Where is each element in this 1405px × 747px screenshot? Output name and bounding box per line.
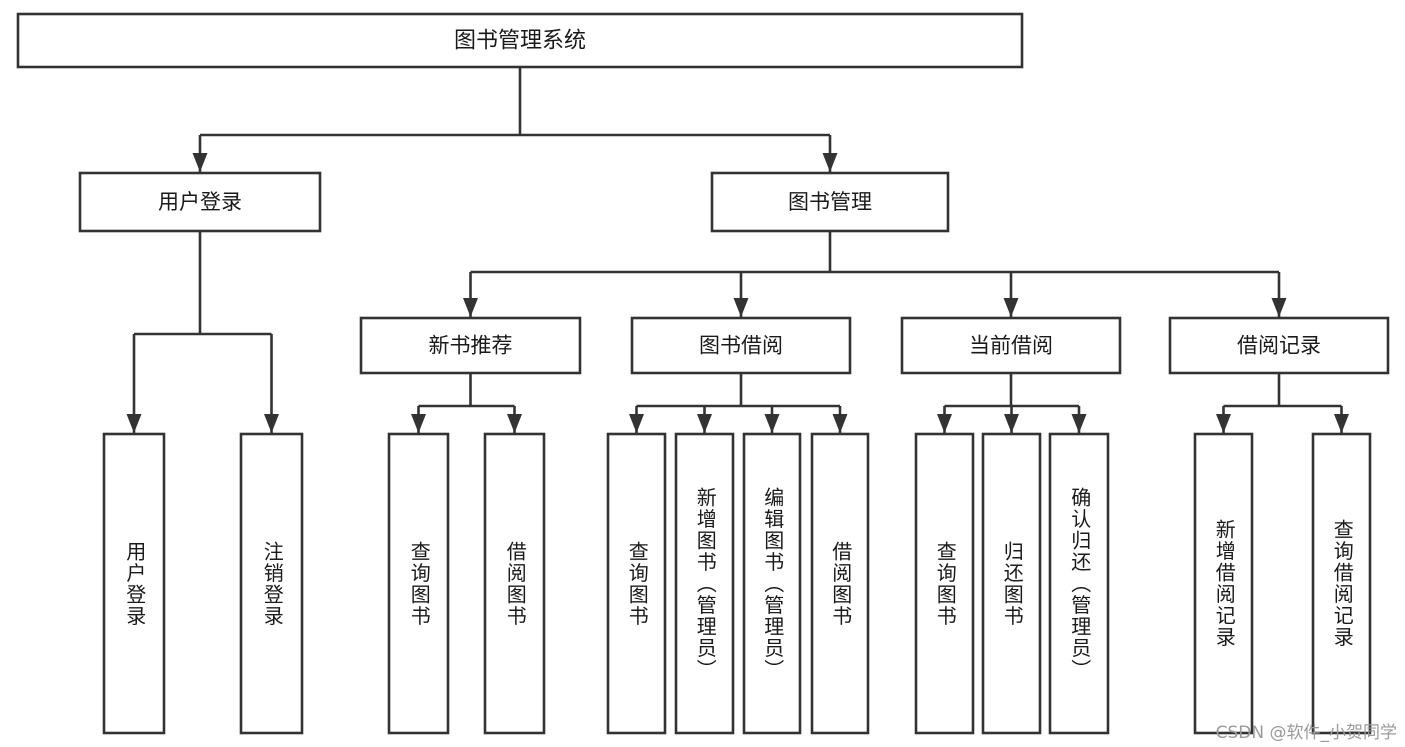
node-leaf-query-book-1-box [387,432,450,735]
arrow-head-icon [697,414,712,433]
arrow-head-icon [1216,414,1231,433]
arrow-head-icon [822,153,838,172]
arrow-head-icon [126,414,142,433]
node-new-book-rec-label: 新书推荐 [429,334,513,358]
arrow-head-icon [1334,414,1349,433]
root-node-label: 图书管理系统 [454,29,586,54]
node-leaf-query-book-3-box [914,432,975,735]
node-leaf-user-logout-box [239,432,304,735]
node-book-borrow-box [630,316,852,375]
arrow-head-icon [1004,414,1019,433]
node-current-borrow-box [900,316,1122,375]
arrow-head-icon [1071,414,1087,433]
arrow-head-icon [629,414,644,433]
arrow-head-icon [1003,298,1019,317]
boxes-layer [16,12,1390,735]
arrow-head-icon [832,414,848,433]
node-leaf-add-record-box [1193,432,1254,735]
node-leaf-borrow-book-1-box [483,432,546,735]
arrow-head-icon [264,414,279,433]
node-borrow-record-label: 借阅记录 [1237,334,1321,358]
node-new-book-rec-box [359,316,582,375]
connectors-layer [126,67,1349,433]
node-user-login-label: 用户登录 [158,190,242,214]
node-leaf-edit-book-box [742,432,802,735]
node-leaf-query-record-box [1311,432,1372,735]
node-leaf-query-book-2-box [606,432,667,735]
root-node-box [16,12,1024,69]
node-leaf-user-login-box [102,432,166,735]
arrow-head-icon [1271,298,1287,317]
arrow-head-icon [463,298,478,317]
arrow-head-icon [764,414,780,433]
watermark: CSDN @软件_小贺同学 [1215,723,1397,743]
node-leaf-add-book-box [674,432,735,735]
node-user-login-box [78,171,322,233]
node-leaf-confirm-return-box [1048,432,1110,735]
node-book-manage-box [710,171,950,233]
node-leaf-borrow-book-2-box [810,432,870,735]
node-book-borrow-label: 图书借阅 [699,334,783,358]
arrow-head-icon [937,414,952,433]
arrow-head-icon [507,414,522,433]
arrow-head-icon [411,414,426,433]
arrow-head-icon [733,298,749,317]
node-book-manage-label: 图书管理 [788,190,872,214]
node-borrow-record-box [1168,316,1390,375]
node-leaf-return-book-box [981,432,1042,735]
node-current-borrow-label: 当前借阅 [969,334,1053,358]
arrow-head-icon [192,153,208,172]
